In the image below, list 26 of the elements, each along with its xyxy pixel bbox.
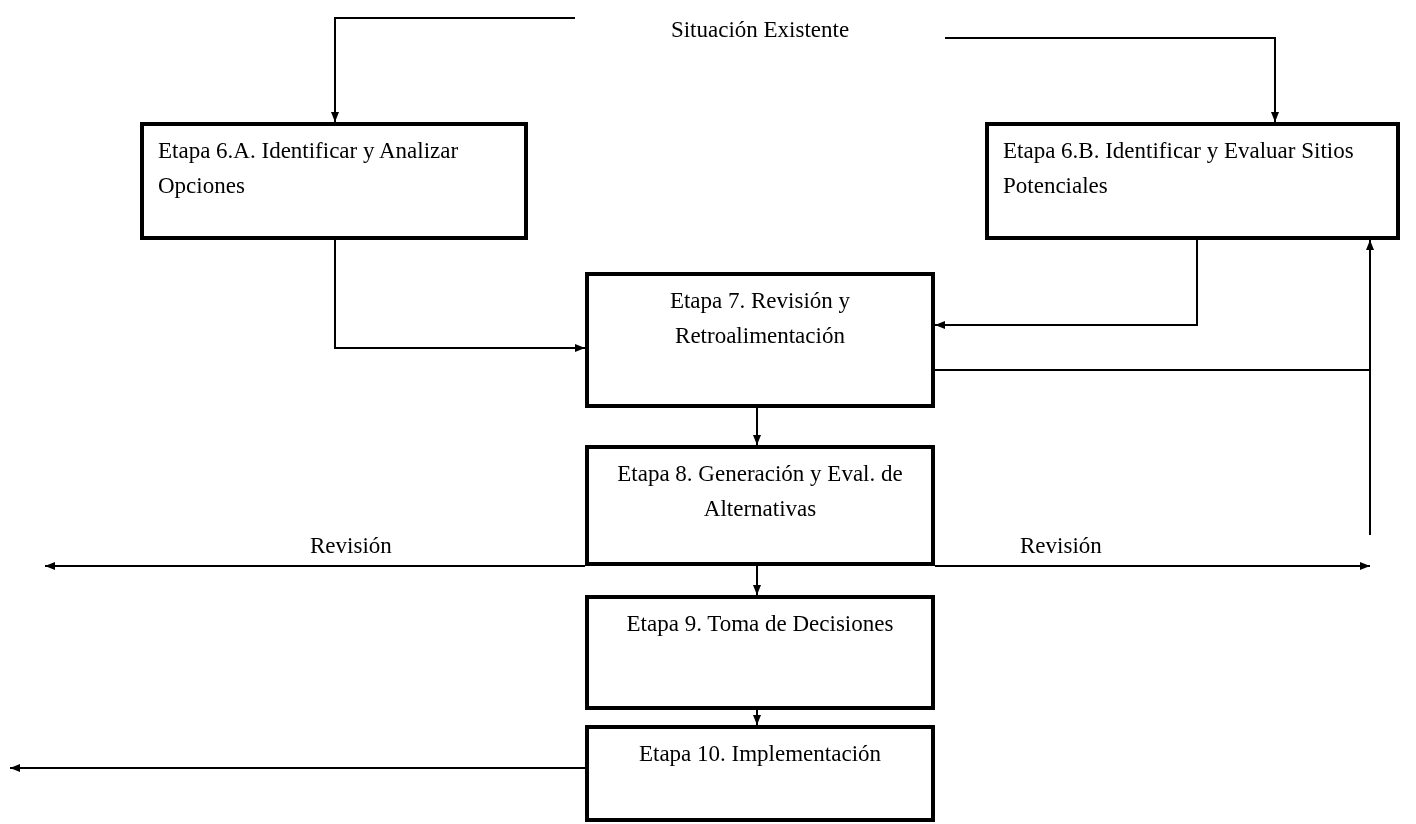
process-box <box>585 272 935 408</box>
arrow <box>753 565 761 596</box>
edge-label: Revisión <box>1020 533 1102 559</box>
arrow <box>934 239 1374 371</box>
heading-text: Situación Existente <box>669 16 851 44</box>
arrow <box>753 709 761 726</box>
step-label: Etapa 6.A. Identificar y Analizar Opciones <box>158 137 460 200</box>
edge-label: Revisión <box>310 533 392 559</box>
process-box <box>985 122 1400 240</box>
step-label: Etapa 9. Toma de Decisiones <box>625 610 895 638</box>
step-label: Etapa 6.B. Identificar y Evaluar Sitios Potenciales <box>1003 137 1355 200</box>
process-box <box>585 445 935 566</box>
process-box <box>140 122 528 240</box>
arrow <box>934 562 1371 570</box>
step-label: Etapa 7. Revisión y Retroalimentación <box>668 287 852 350</box>
arrow <box>934 239 1198 329</box>
arrow <box>753 407 761 446</box>
step-label: Etapa 8. Generación y Eval. de Alternativas <box>616 460 904 523</box>
arrow <box>331 17 576 123</box>
process-box <box>585 725 935 822</box>
arrow <box>334 239 586 352</box>
arrow <box>9 764 586 772</box>
arrow <box>44 562 586 570</box>
process-box <box>585 595 935 710</box>
step-label: Etapa 10. Implementación <box>637 740 883 768</box>
arrow <box>944 37 1279 123</box>
